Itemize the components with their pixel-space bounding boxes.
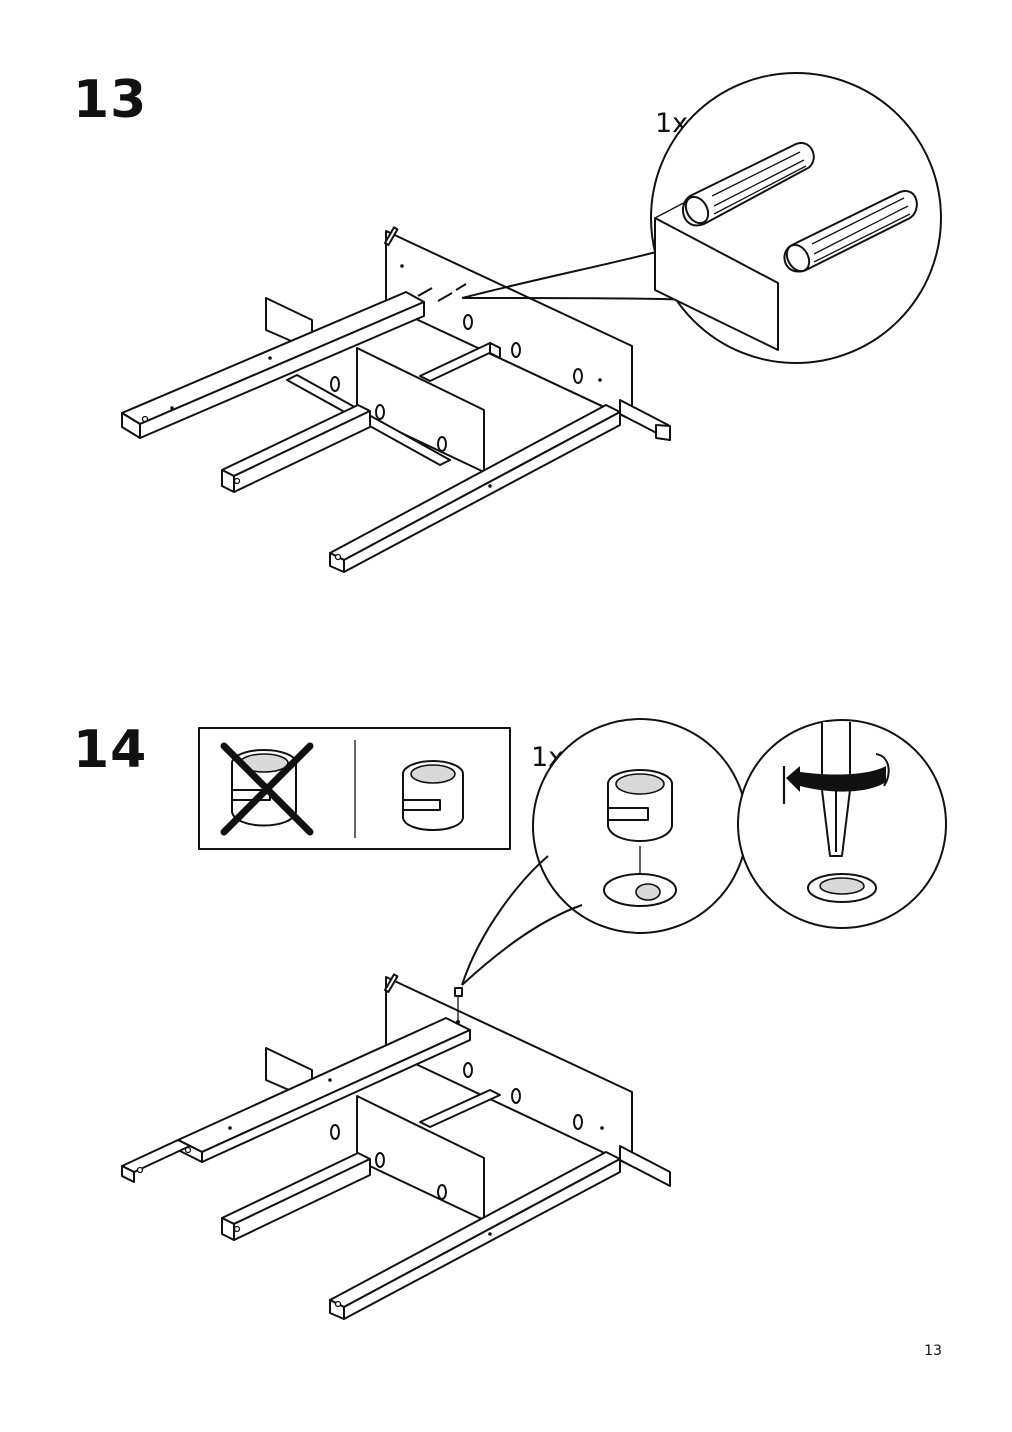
step-14-screwdriver-detail-circle [737, 719, 947, 929]
step-13-number: 13 [73, 70, 148, 130]
wooden-dowel-icon [783, 190, 918, 273]
step-14-frame-drawing [121, 973, 671, 1320]
cam-lock-nut-icon [402, 760, 464, 831]
rotate-arrow-icon [782, 753, 890, 804]
step-14-cam-detail-circle [461, 718, 748, 986]
cross-out-icon [220, 742, 314, 836]
page-number: 13 [924, 1343, 942, 1359]
step-13-detail-circle [650, 72, 942, 364]
cam-lock-nut-icon [607, 769, 673, 842]
wooden-dowel-icon [681, 141, 815, 227]
cam-comparison-box [198, 727, 511, 850]
step-13-frame-drawing [121, 226, 701, 573]
step-14-number: 14 [73, 720, 148, 780]
